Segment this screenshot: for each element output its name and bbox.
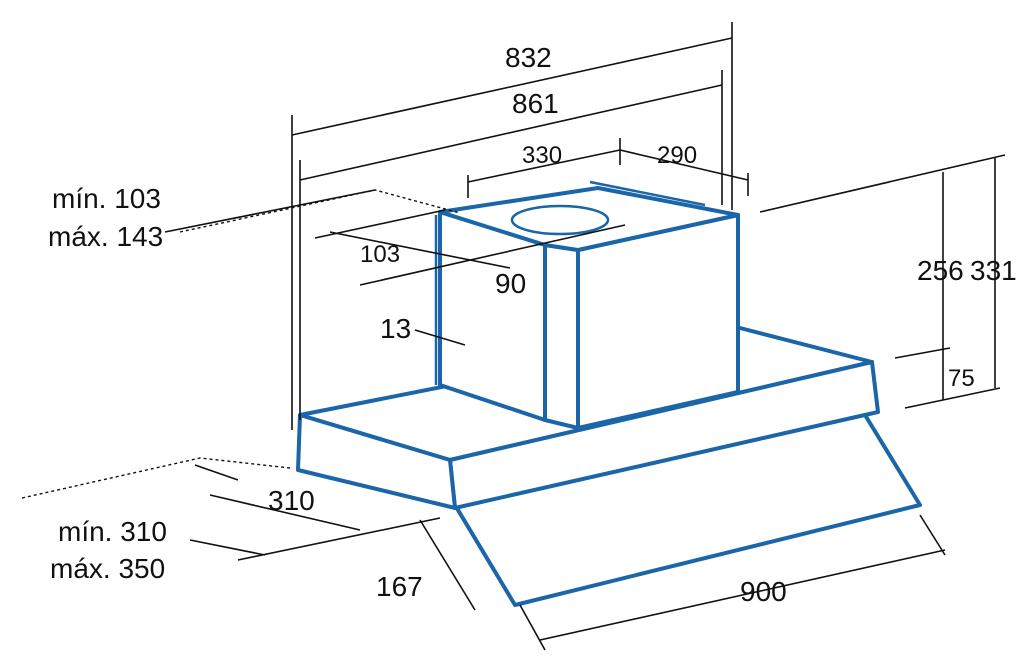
dim-861: 861: [512, 88, 559, 119]
chimney-front-face: [576, 213, 740, 430]
dim-max-143: máx. 143: [48, 221, 163, 252]
chimney-edge: [543, 243, 580, 430]
dim-75: 75: [948, 365, 975, 392]
dim-330: 330: [522, 142, 562, 169]
air-outlet: [510, 204, 610, 236]
dim-90: 90: [495, 268, 526, 299]
chimney-left-face: [438, 210, 547, 422]
dim-832: 832: [505, 42, 552, 73]
canopy-side: [296, 413, 457, 510]
dim-310: 310: [268, 485, 315, 516]
dim-256: 256: [917, 255, 964, 286]
hood-outline: [296, 180, 922, 607]
dim-min-310: mín. 310: [58, 516, 167, 547]
dim-167: 167: [376, 571, 423, 602]
chimney-top: [438, 186, 740, 252]
dim-331: 331: [970, 255, 1017, 286]
dim-max-350: máx. 350: [50, 553, 165, 584]
dim-290: 290: [657, 142, 697, 169]
adjust-arrow-icon: [194, 464, 239, 481]
dim-900: 900: [740, 576, 787, 607]
dim-103: 103: [360, 241, 400, 268]
dimension-lines: [21, 22, 1006, 651]
dim-13: 13: [380, 313, 411, 344]
dim-min-103: mín. 103: [52, 183, 161, 214]
